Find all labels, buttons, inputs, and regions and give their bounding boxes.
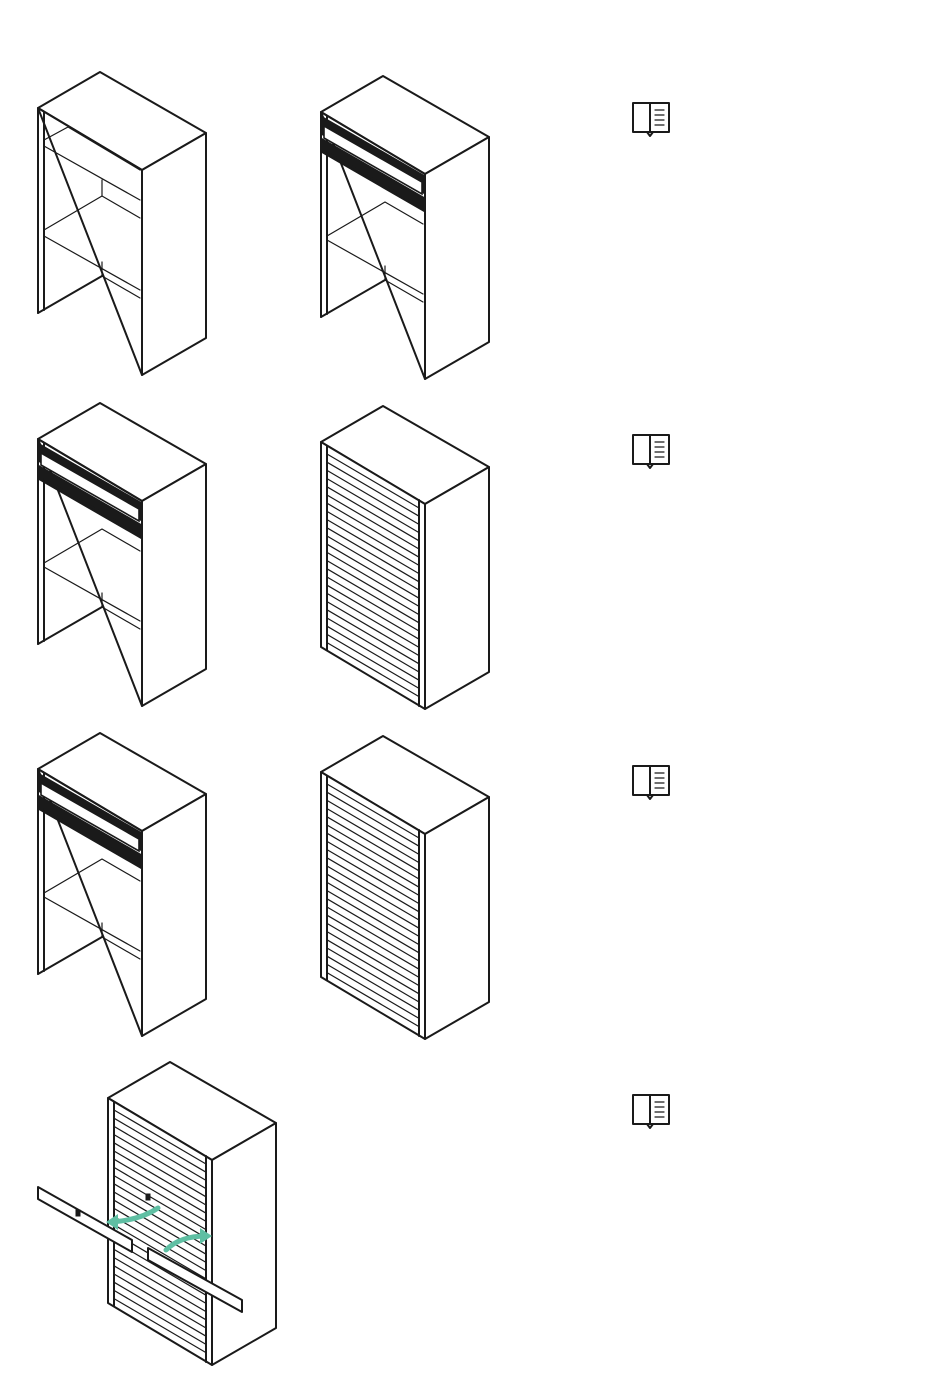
step-3-right-figure: [321, 736, 489, 1039]
step-2-right-figure: [321, 406, 489, 709]
step-4-figure: [108, 1062, 276, 1365]
step-1-right-figure: [321, 76, 489, 379]
step-2-left-figure: [38, 403, 206, 706]
manual-book-icon: [633, 766, 669, 799]
manual-book-icon: [633, 1095, 669, 1128]
step-1-left-figure: [38, 72, 206, 375]
step-3-left-figure: [38, 733, 206, 1036]
manual-book-icon: [633, 103, 669, 136]
manual-book-icon: [633, 435, 669, 468]
